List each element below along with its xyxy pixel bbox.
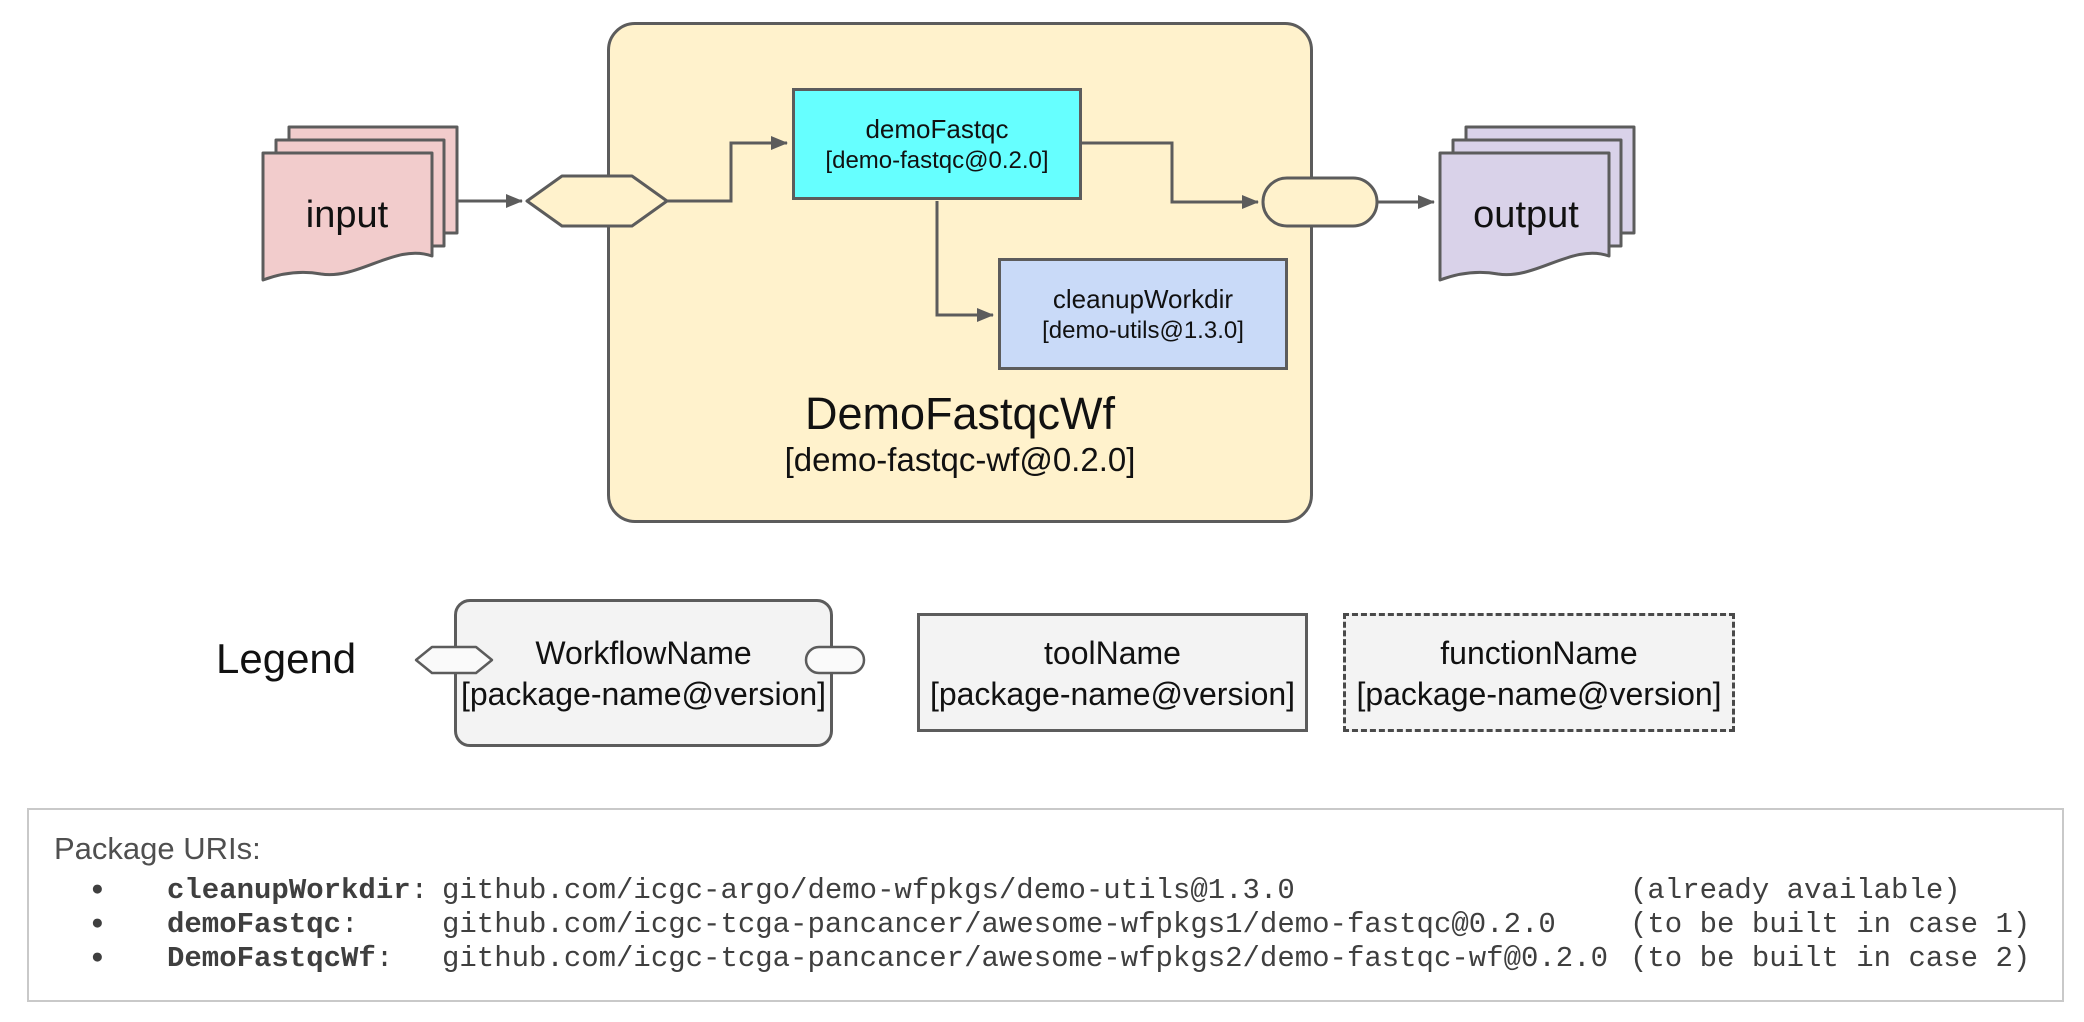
- package-name-text: cleanupWorkdir: [167, 874, 411, 907]
- legend-output-port-pill: [804, 645, 866, 675]
- output-doc-front: [1438, 151, 1611, 282]
- legend-tool-name: toolName: [1044, 634, 1181, 671]
- legend-workflow-package: [package-name@version]: [460, 676, 827, 712]
- bullet-icon: ●: [91, 879, 104, 902]
- package-uri: github.com/icgc-argo/demo-wfpkgs/demo-ut…: [442, 874, 1295, 907]
- legend-tool-package: [package-name@version]: [929, 675, 1296, 712]
- package-row: ● DemoFastqcWf: github.com/icgc-tcga-pan…: [29, 942, 2062, 976]
- package-name: DemoFastqcWf:: [167, 942, 393, 976]
- package-name: demoFastqc:: [167, 908, 358, 942]
- package-name-separator: :: [341, 908, 359, 941]
- node-demofastqc-name: demoFastqc: [865, 114, 1009, 144]
- bullet-icon: ●: [91, 947, 104, 970]
- legend-workflow-name: WorkflowName: [535, 635, 752, 671]
- output-document-stack: [1438, 125, 1636, 282]
- legend-function-shape: functionName [package-name@version]: [1343, 613, 1735, 732]
- arrow-demofastqc-to-outputport: [1082, 141, 1259, 209]
- package-row: ● cleanupWorkdir: github.com/icgc-argo/d…: [29, 874, 2062, 908]
- bullet-icon: ●: [91, 913, 104, 936]
- legend-input-port-hexagon: [414, 645, 494, 675]
- package-note: (to be built in case 2): [1630, 942, 2031, 975]
- package-row: ● demoFastqc: github.com/icgc-tcga-panca…: [29, 908, 2062, 942]
- legend-title: Legend: [216, 635, 357, 682]
- package-note: (to be built in case 1): [1630, 908, 2031, 941]
- node-demofastqc: demoFastqc [demo-fastqc@0.2.0]: [792, 88, 1082, 200]
- node-cleanupworkdir-name: cleanupWorkdir: [1052, 284, 1234, 314]
- input-doc-front: [261, 151, 434, 282]
- package-name: cleanupWorkdir:: [167, 874, 428, 908]
- output-label: output: [1473, 194, 1579, 236]
- legend-function-name: functionName: [1440, 634, 1638, 671]
- node-demofastqc-package: [demo-fastqc@0.2.0]: [825, 147, 1049, 174]
- package-uri: github.com/icgc-tcga-pancancer/awesome-w…: [442, 908, 1556, 941]
- node-cleanupworkdir-package: [demo-utils@1.3.0]: [1042, 317, 1244, 344]
- package-uri: github.com/icgc-tcga-pancancer/awesome-w…: [442, 942, 1608, 975]
- workflow-input-port-hexagon: [525, 174, 669, 228]
- input-label: input: [306, 194, 389, 236]
- arrow-port-to-demofastqc: [667, 136, 788, 203]
- workflow-output-port-pill: [1261, 176, 1379, 228]
- package-name-text: DemoFastqcWf: [167, 942, 376, 975]
- input-document-stack: [261, 125, 459, 282]
- connector-arrows: [457, 136, 1435, 322]
- legend-function-package: [package-name@version]: [1356, 675, 1722, 712]
- package-note: (already available): [1630, 874, 1961, 907]
- legend-tool-shape: toolName [package-name@version]: [917, 613, 1308, 732]
- workflow-subtitle: [demo-fastqc-wf@0.2.0]: [784, 441, 1136, 478]
- node-cleanupworkdir: cleanupWorkdir [demo-utils@1.3.0]: [998, 258, 1288, 370]
- legend-workflow-shape: WorkflowName [package-name@version]: [454, 599, 833, 747]
- arrow-demofastqc-to-cleanupworkdir: [935, 201, 994, 322]
- package-uris-heading: Package URIs:: [54, 831, 261, 866]
- package-name-separator: :: [410, 874, 429, 907]
- package-name-separator: :: [375, 942, 394, 975]
- package-name-text: demoFastqc: [167, 908, 342, 941]
- package-uris-panel: Package URIs: ● cleanupWorkdir: github.c…: [27, 808, 2064, 1002]
- workflow-title: DemoFastqcWf: [804, 388, 1116, 439]
